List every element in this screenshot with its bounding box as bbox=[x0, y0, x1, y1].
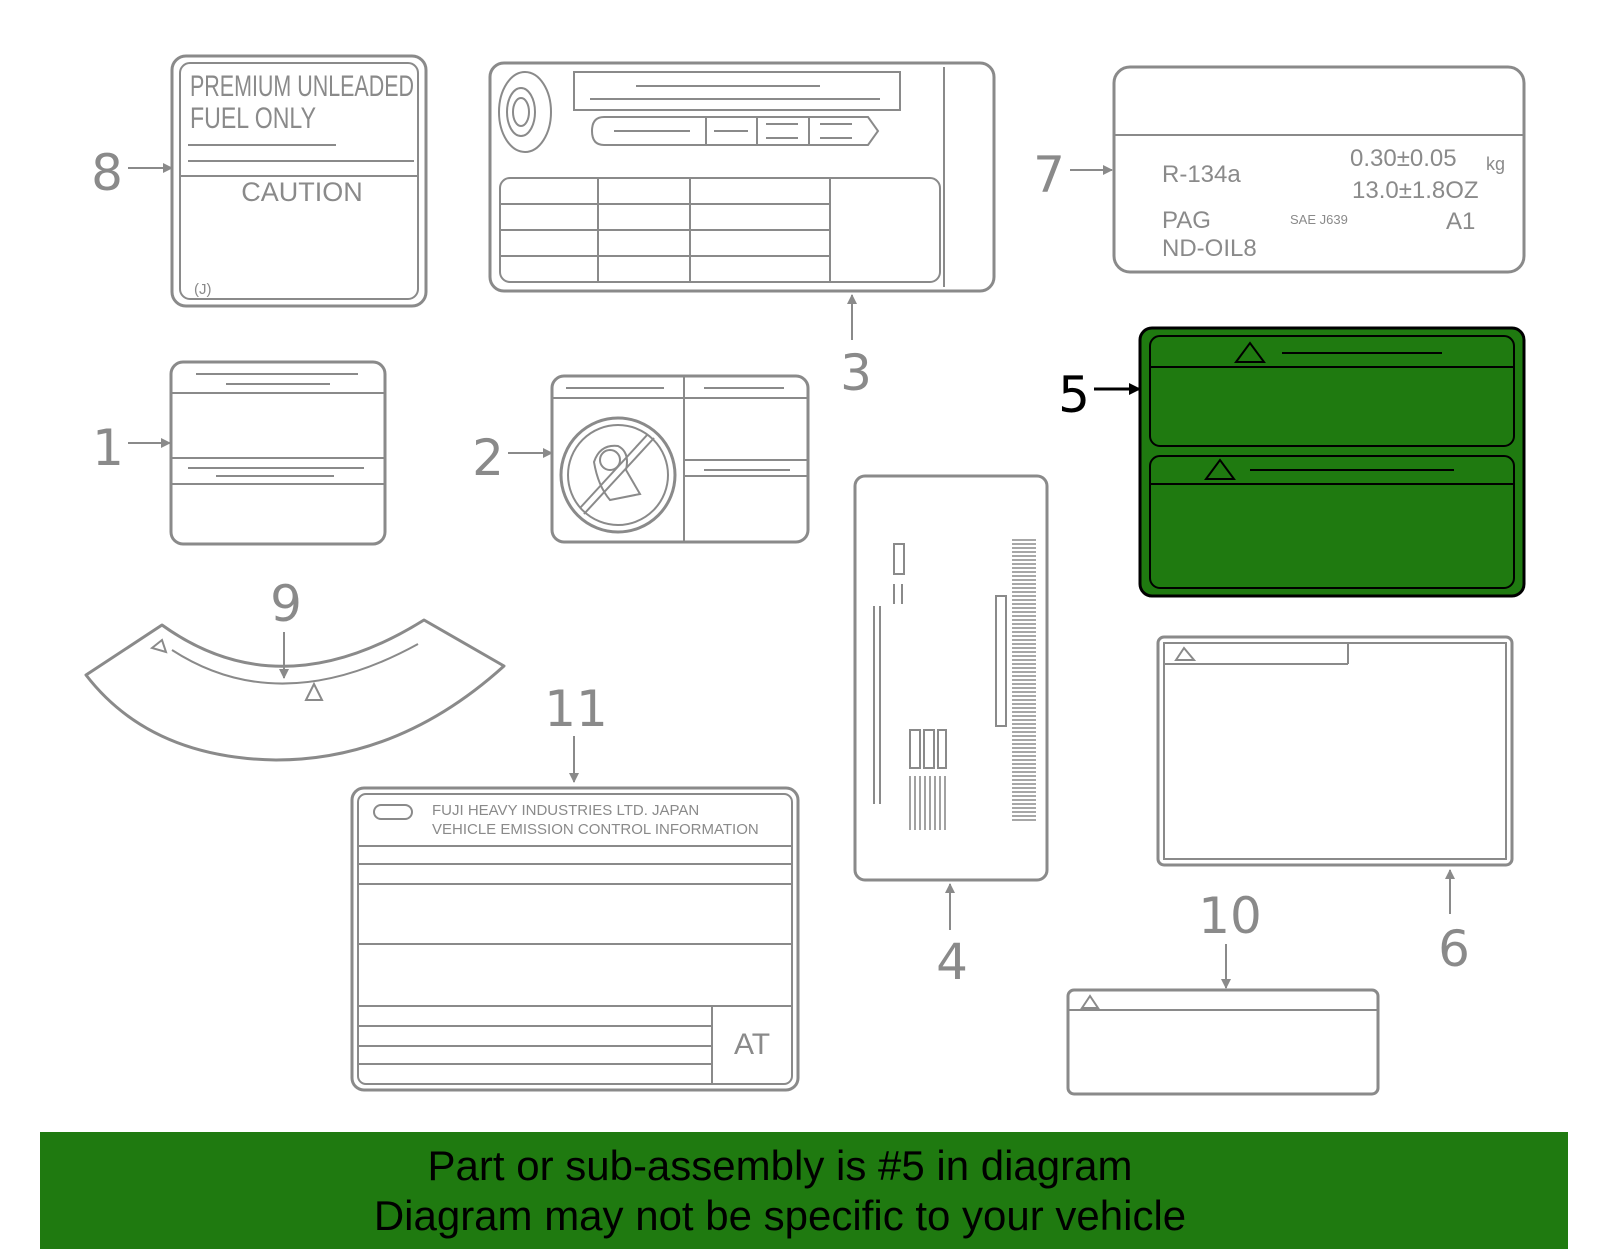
label-9-curved[interactable] bbox=[84, 618, 506, 762]
callout-11: 11 bbox=[544, 680, 608, 738]
callout-8: 8 bbox=[91, 144, 123, 202]
barcode-long bbox=[1012, 539, 1036, 821]
label-11-maker: FUJI HEAVY INDUSTRIES LTD. JAPAN bbox=[432, 802, 699, 819]
label-7-charge-oz: 13.0±1.8OZ bbox=[1352, 177, 1479, 204]
info-banner: Part or sub-assembly is #5 in diagram Di… bbox=[40, 1132, 1568, 1249]
callout-7: 7 bbox=[1033, 146, 1065, 204]
warning-triangle-icon bbox=[1234, 341, 1266, 363]
label-7-grade: A1 bbox=[1446, 208, 1475, 235]
label-5-highlighted[interactable] bbox=[1138, 326, 1526, 598]
banner-line-1: Part or sub-assembly is #5 in diagram bbox=[427, 1142, 1133, 1189]
banner-line-2: Diagram may not be specific to your vehi… bbox=[373, 1192, 1187, 1239]
callout-1: 1 bbox=[92, 419, 124, 477]
label-4-barcode[interactable] bbox=[853, 474, 1049, 882]
label-8-caution: CAUTION bbox=[241, 177, 363, 207]
label-10[interactable] bbox=[1066, 988, 1380, 1096]
label-6[interactable] bbox=[1156, 635, 1514, 867]
callout-2: 2 bbox=[472, 429, 504, 487]
warning-triangle-icon bbox=[1174, 646, 1197, 661]
label-11-emission-control[interactable]: FUJI HEAVY INDUSTRIES LTD. JAPAN VEHICLE… bbox=[350, 786, 800, 1092]
label-3-audio[interactable] bbox=[488, 61, 996, 293]
label-7-oil: PAG bbox=[1162, 207, 1211, 234]
label-7-charge-kg: 0.30±0.05 bbox=[1350, 145, 1457, 172]
label-8-line2: FUEL ONLY bbox=[190, 102, 316, 135]
callout-3: 3 bbox=[840, 344, 872, 402]
label-7-refrigerant: R-134a bbox=[1162, 161, 1241, 188]
label-7-ac-refrigerant[interactable]: R-134a 0.30±0.05 kg 13.0±1.8OZ PAG SAE J… bbox=[1112, 65, 1526, 274]
warning-triangle-icon bbox=[1204, 458, 1236, 480]
callout-10: 10 bbox=[1198, 887, 1262, 945]
callout-4: 4 bbox=[936, 933, 968, 991]
callout-9: 9 bbox=[270, 575, 302, 633]
callout-6: 6 bbox=[1438, 920, 1470, 978]
label-8-line1: PREMIUM UNLEADED bbox=[190, 70, 414, 103]
label-7-sae: SAE J639 bbox=[1290, 212, 1348, 227]
label-8-code: (J) bbox=[194, 281, 212, 298]
label-2-airbag-warning[interactable] bbox=[550, 374, 810, 544]
warning-triangle-icon bbox=[1080, 994, 1100, 1009]
label-11-title: VEHICLE EMISSION CONTROL INFORMATION bbox=[432, 821, 759, 838]
label-11-transmission: AT bbox=[734, 1028, 770, 1061]
no-child-seat-icon bbox=[559, 416, 677, 534]
label-7-charge-kg-unit: kg bbox=[1486, 154, 1505, 174]
label-8-fuel-caution[interactable]: PREMIUM UNLEADED FUEL ONLY CAUTION (J) bbox=[170, 54, 428, 308]
label-1[interactable] bbox=[169, 360, 387, 546]
callout-5: 5 bbox=[1058, 366, 1090, 424]
barcode-short bbox=[909, 776, 946, 830]
label-7-oil-code: ND-OIL8 bbox=[1162, 235, 1257, 262]
